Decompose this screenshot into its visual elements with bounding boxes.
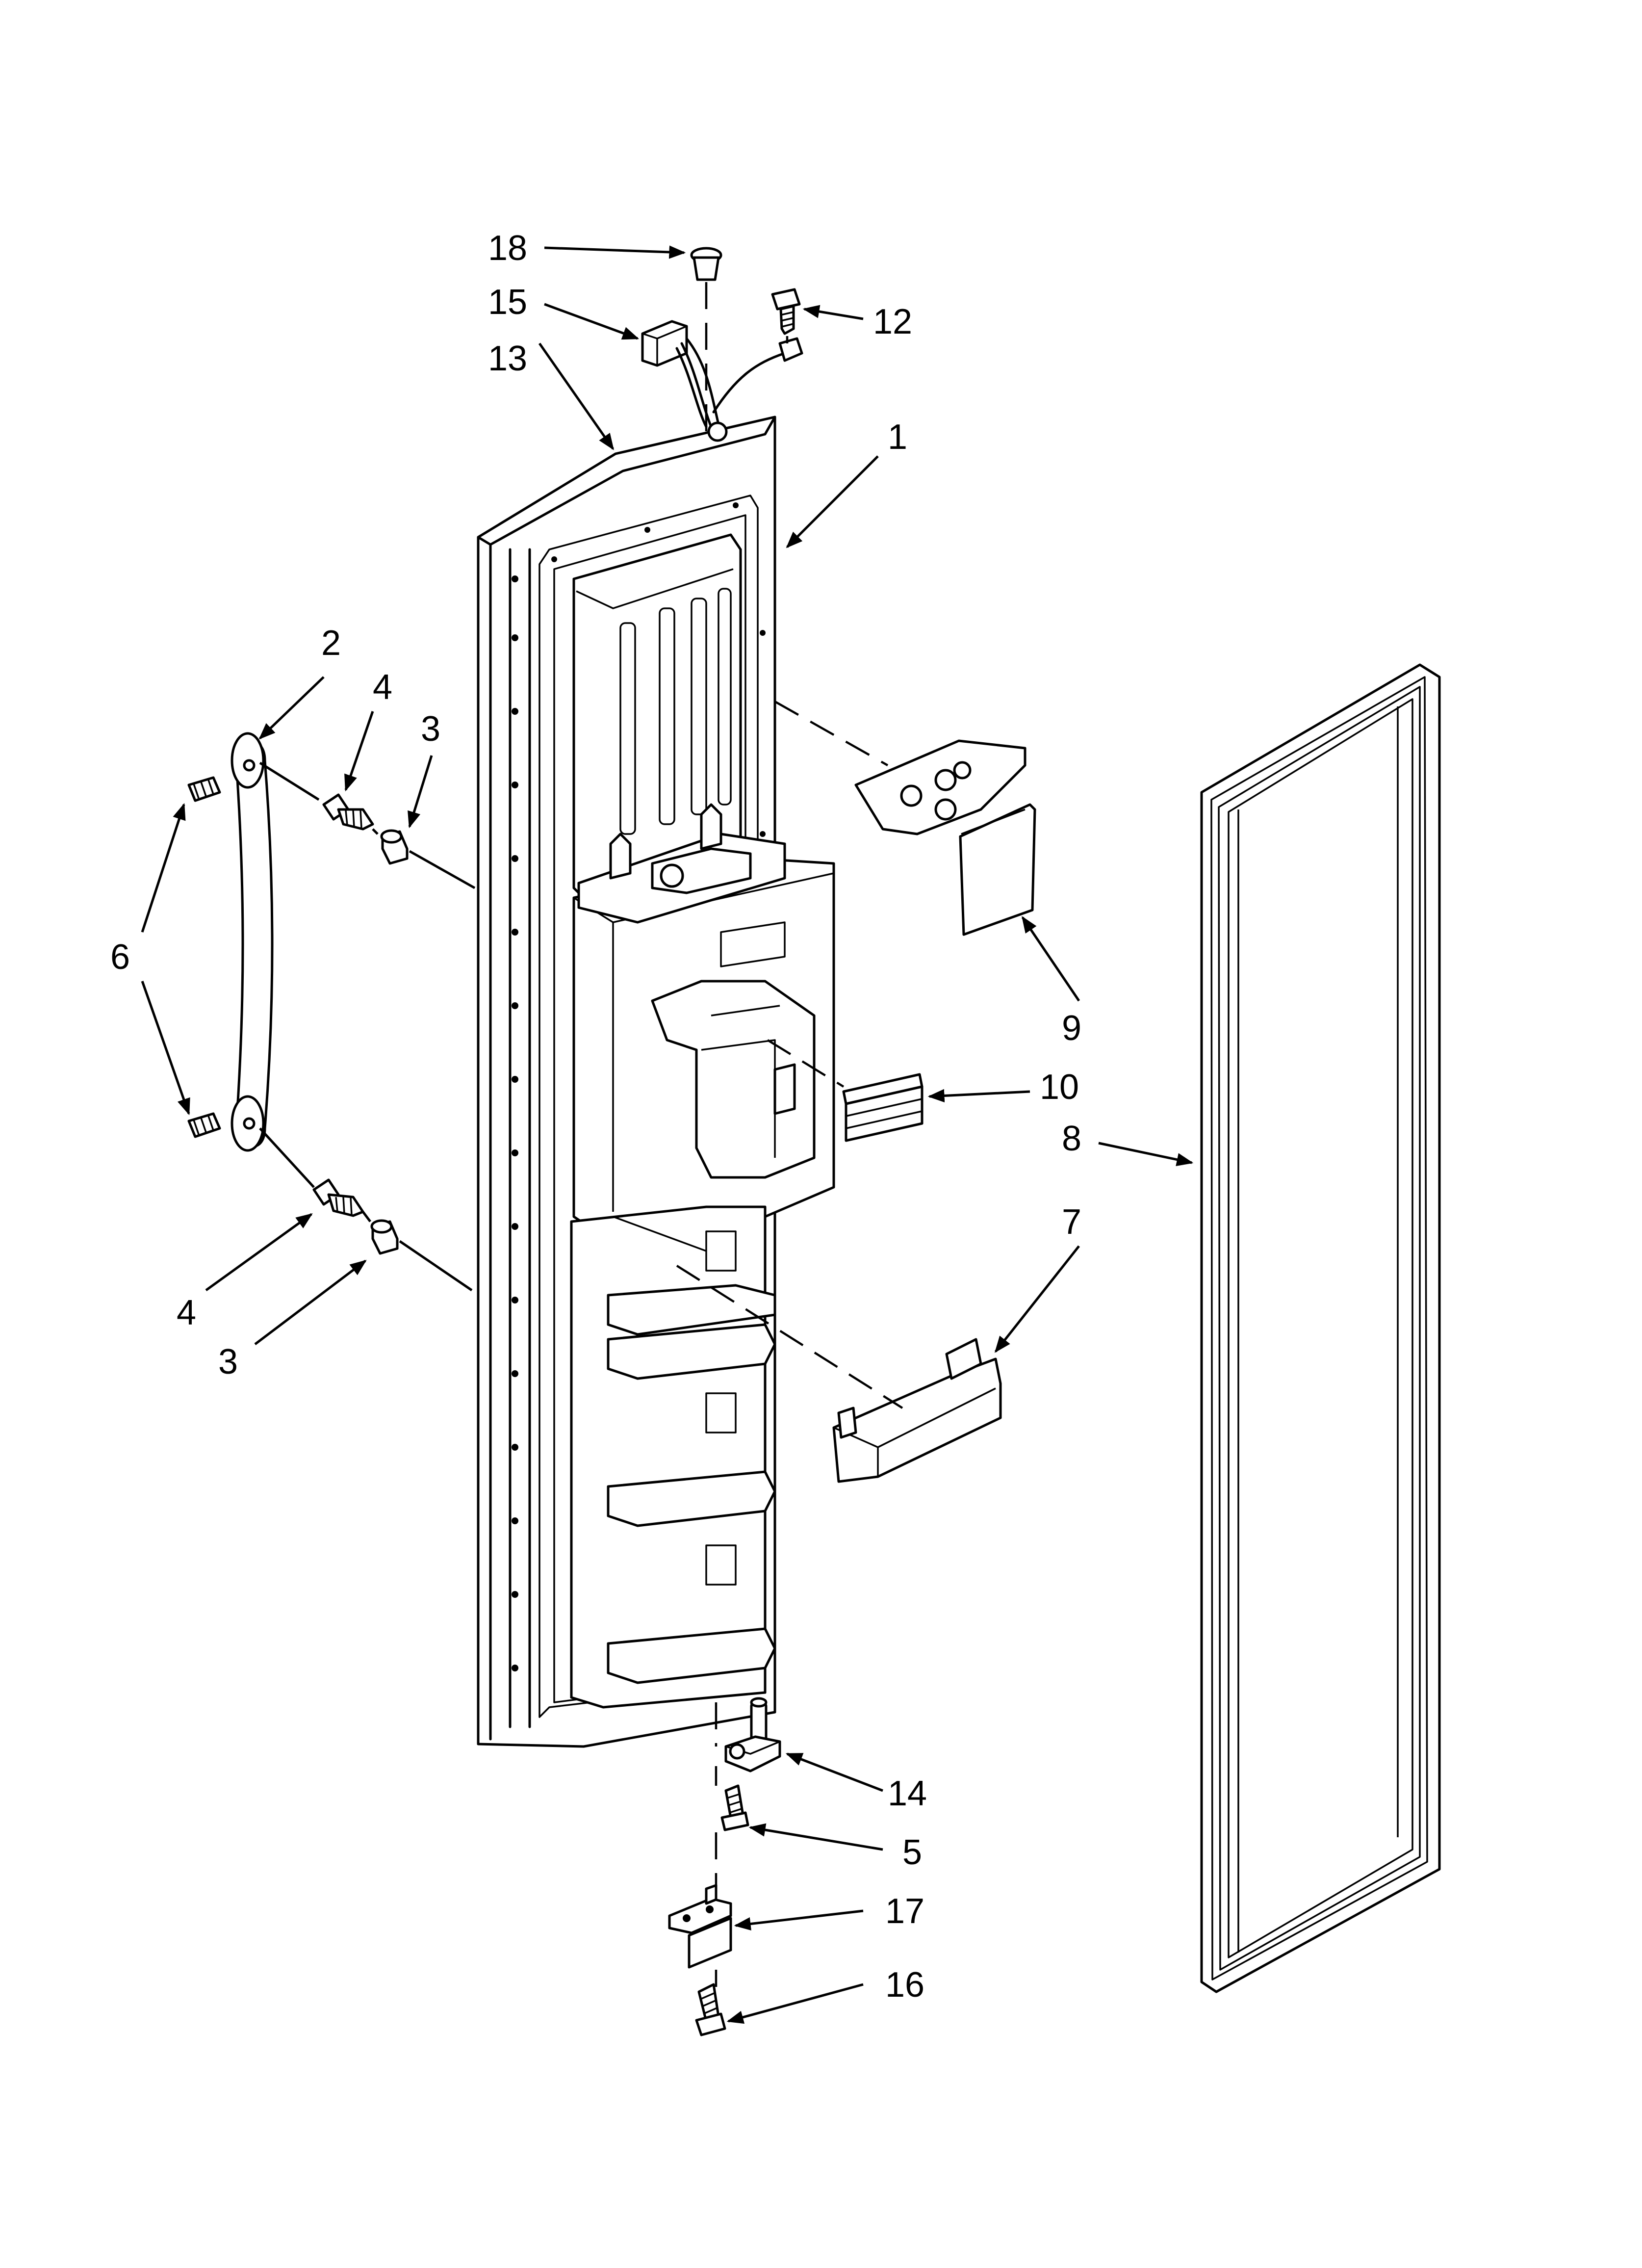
part-5-screw	[715, 1766, 749, 1899]
callout-2: 2	[321, 624, 341, 663]
callout-13: 13	[488, 339, 527, 378]
part-3-spacer-upper	[380, 829, 409, 865]
callout-10: 10	[1040, 1068, 1079, 1107]
part-17-hinge-plate	[668, 1884, 732, 1969]
handle-assembly-lines	[259, 761, 476, 1292]
callout-17: 17	[885, 1892, 924, 1931]
part-14-hinge-pin	[715, 1697, 781, 1773]
part-2-handle	[231, 732, 274, 1152]
part-12-screw	[771, 288, 801, 343]
part-9-pad-assembly	[774, 701, 1036, 936]
part-8-door-gasket	[1200, 663, 1441, 1993]
callout-9: 9	[1062, 1009, 1081, 1048]
part-7-bin	[676, 1265, 1002, 1483]
callout-14: 14	[888, 1774, 927, 1813]
ice-chute-housing	[572, 803, 835, 1228]
callout-labels: 18 15 13 12 1 2 4 3 6 9 10 8 7 4 3 14 5 …	[110, 229, 1081, 2005]
callout-18: 18	[488, 229, 527, 268]
callout-3-upper: 3	[421, 709, 440, 749]
door-shelves	[570, 1205, 776, 1709]
callout-1: 1	[888, 417, 907, 457]
callout-4-lower: 4	[177, 1293, 196, 1332]
leader-lines	[141, 245, 1194, 2024]
callout-15: 15	[488, 283, 527, 322]
part-16-screw	[695, 1970, 726, 2036]
callout-7: 7	[1062, 1202, 1081, 1242]
callout-16: 16	[885, 1965, 924, 2005]
callout-3-lower: 3	[218, 1342, 238, 1382]
part-4-screw-upper	[322, 793, 374, 831]
part-15-wire-connector	[641, 320, 803, 442]
callout-6: 6	[110, 938, 130, 977]
callout-4-upper: 4	[373, 668, 392, 707]
part-4-screw-lower	[312, 1178, 364, 1217]
callout-8: 8	[1062, 1119, 1081, 1158]
part-10-strip	[767, 1039, 924, 1142]
part-6-set-screws	[187, 776, 221, 1138]
callout-12: 12	[873, 302, 912, 341]
callout-5: 5	[902, 1833, 922, 1872]
part-3-spacer-lower	[370, 1219, 399, 1255]
